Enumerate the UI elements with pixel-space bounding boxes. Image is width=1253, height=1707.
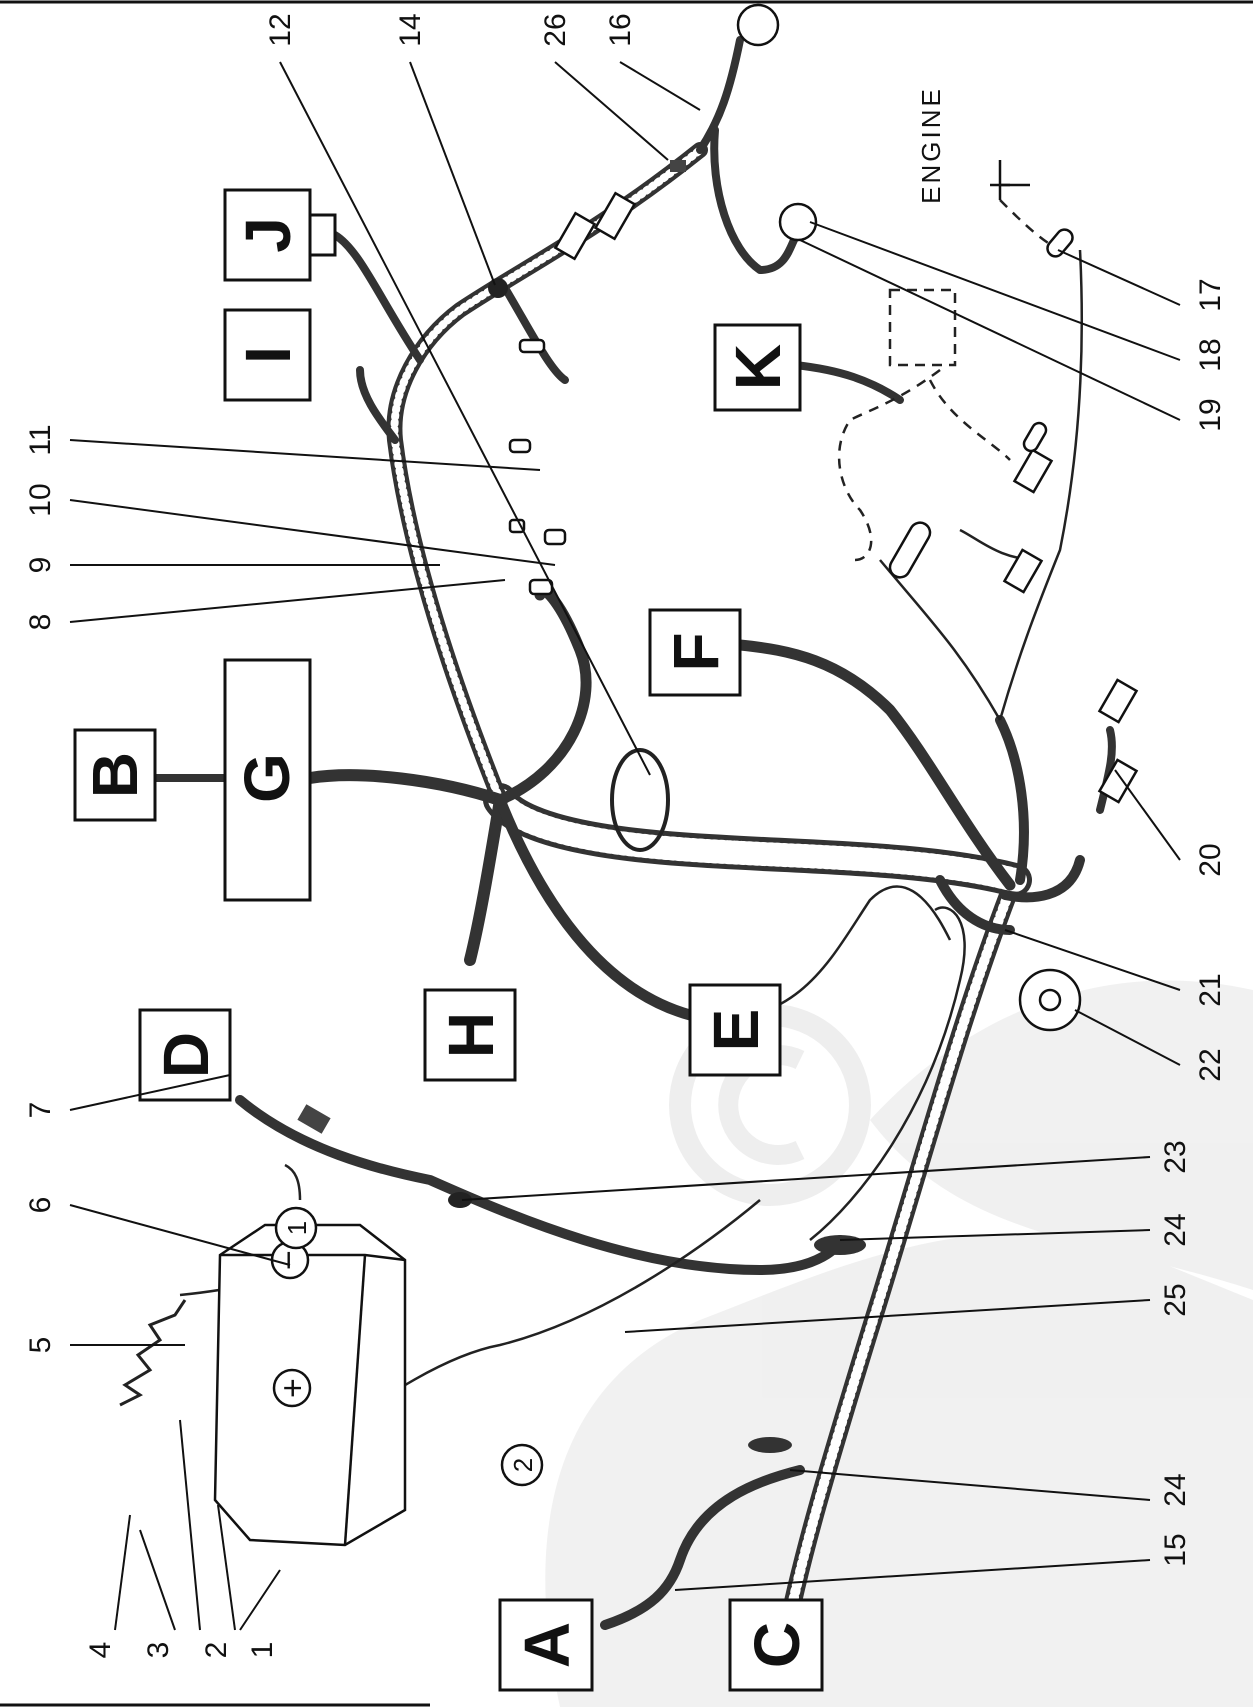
battery-negative-sign: − bbox=[270, 1250, 308, 1270]
callout-2: 2 bbox=[200, 1642, 233, 1659]
battery: − + bbox=[213, 1223, 407, 1547]
box-j-label: J bbox=[232, 217, 304, 253]
small-parts bbox=[228, 3, 1139, 1453]
callout-7: 7 bbox=[24, 1102, 57, 1119]
callout-3: 3 bbox=[142, 1642, 175, 1659]
callout-numbers: 1 2 3 4 5 6 7 8 9 10 11 12 14 15 16 17 1… bbox=[24, 13, 1227, 1658]
circle-marker-2-drawn: 2 bbox=[500, 1443, 544, 1487]
engine-dashed-box bbox=[888, 288, 957, 367]
callout-21: 21 bbox=[1194, 973, 1227, 1006]
box-g: G bbox=[223, 658, 312, 902]
callout-23: 23 bbox=[1159, 1140, 1192, 1173]
callout-16: 16 bbox=[604, 13, 637, 46]
box-b-label: B bbox=[79, 752, 151, 798]
callout-10: 10 bbox=[24, 483, 57, 516]
circle-marker-1-label: 1 bbox=[282, 1221, 312, 1235]
callout-25: 25 bbox=[1159, 1283, 1192, 1316]
box-i-label: I bbox=[232, 346, 304, 364]
box-d: D bbox=[138, 1008, 232, 1102]
box-g-label: G bbox=[231, 753, 303, 803]
box-d-label: D bbox=[150, 1032, 222, 1078]
box-h-label: H bbox=[435, 1012, 507, 1058]
callout-26: 26 bbox=[539, 13, 572, 46]
callout-11: 11 bbox=[24, 424, 57, 455]
callout-5: 5 bbox=[24, 1337, 57, 1354]
box-i: I bbox=[223, 308, 312, 402]
callout-9: 9 bbox=[24, 557, 57, 574]
box-b: B bbox=[73, 728, 157, 822]
box-k-label: K bbox=[722, 344, 794, 390]
circle-marker-1-drawn: 1 bbox=[274, 1206, 318, 1250]
box-f-label: F bbox=[660, 632, 732, 671]
box-e: E bbox=[688, 983, 782, 1077]
callout-12: 12 bbox=[264, 13, 297, 46]
box-c-label: C bbox=[741, 1622, 813, 1668]
battery-positive-sign: + bbox=[274, 1378, 312, 1398]
engine-label: ENGINE bbox=[916, 86, 946, 204]
main-harness bbox=[146, 36, 1116, 1649]
leader-lines bbox=[69, 61, 1181, 1631]
box-c: C bbox=[728, 1598, 824, 1692]
callout-15: 15 bbox=[1159, 1533, 1192, 1566]
box-e-label: E bbox=[700, 1009, 772, 1052]
callout-20: 20 bbox=[1194, 843, 1227, 876]
box-a-label: A bbox=[511, 1622, 583, 1668]
callout-4: 4 bbox=[84, 1642, 117, 1659]
ground-symbol bbox=[990, 160, 1030, 200]
callout-14: 14 bbox=[394, 13, 427, 46]
callout-17: 17 bbox=[1194, 278, 1227, 311]
callout-8: 8 bbox=[24, 614, 57, 631]
circle-marker-2-label: 2 bbox=[508, 1458, 538, 1472]
callout-24b: 24 bbox=[1159, 1473, 1192, 1506]
box-j: J bbox=[223, 188, 337, 282]
callout-22: 22 bbox=[1194, 1048, 1227, 1081]
callout-1: 1 bbox=[246, 1642, 279, 1659]
callout-6: 6 bbox=[24, 1197, 57, 1214]
box-a: A bbox=[498, 1598, 594, 1692]
letter-boxes: A B C D E F G H bbox=[73, 188, 824, 1692]
callout-19: 19 bbox=[1194, 398, 1227, 431]
box-f: F bbox=[648, 608, 742, 697]
copyright-watermark bbox=[545, 980, 1253, 1707]
callout-18: 18 bbox=[1194, 338, 1227, 371]
box-k: K bbox=[713, 323, 802, 412]
callout-24a: 24 bbox=[1159, 1213, 1192, 1246]
box-h: H bbox=[423, 988, 517, 1082]
